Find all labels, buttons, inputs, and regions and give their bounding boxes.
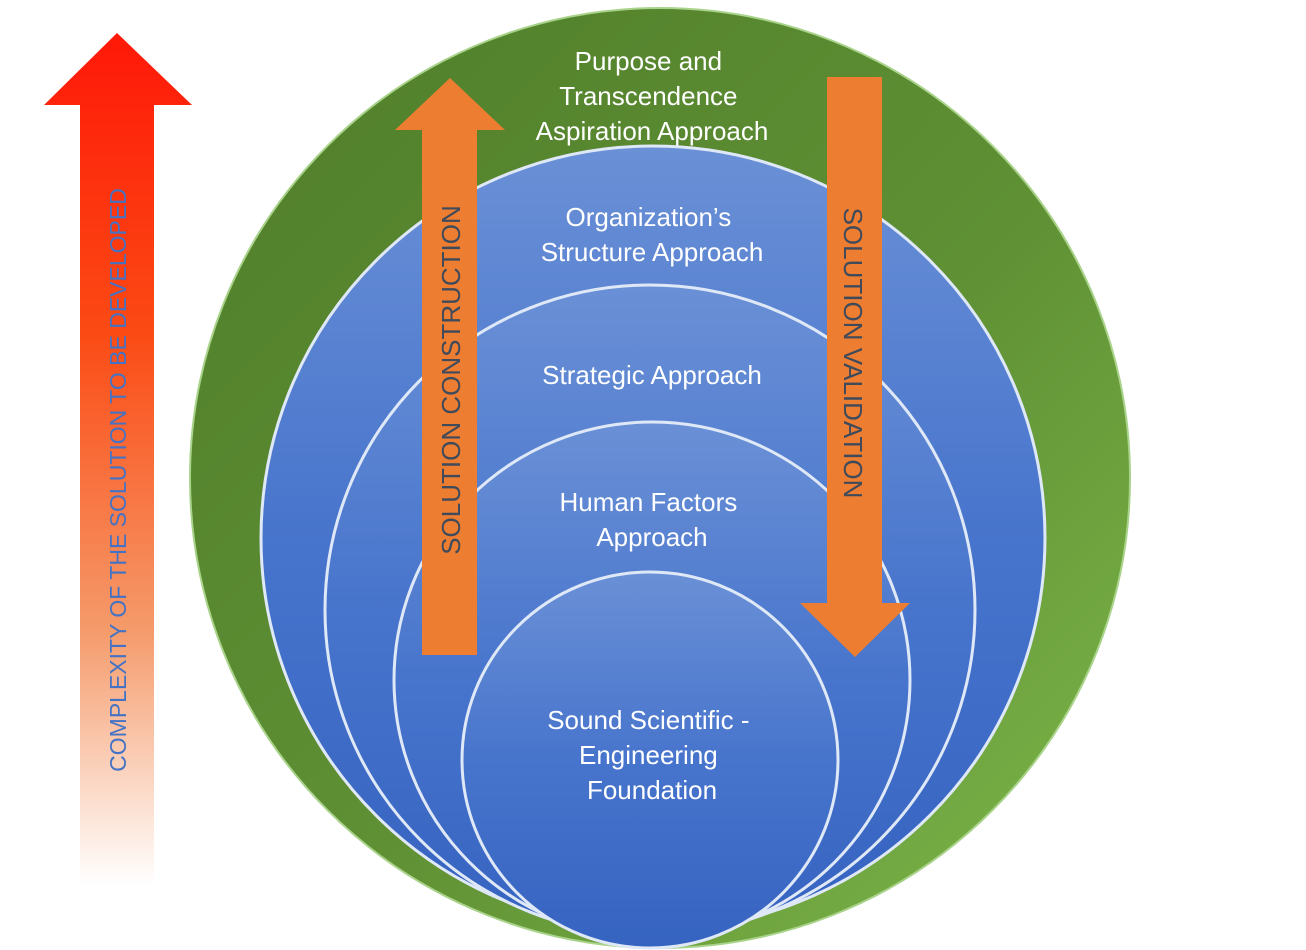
label-scientific-foundation: Sound Scientific - Engineering Foundatio… [547,705,757,805]
complexity-arrow [44,33,192,885]
label-human-factors: Human Factors Approach [560,487,745,552]
complexity-label: COMPLEXITY OF THE SOLUTION TO BE DEVELOP… [105,188,131,772]
label-strategic: Strategic Approach [542,360,762,390]
label-purpose-transcendence: Purpose and Transcendence Aspiration App… [536,46,769,146]
solution-construction-arrow [395,78,505,655]
solution-validation-label: SOLUTION VALIDATION [838,208,868,499]
label-organization-structure: Organization’s Structure Approach [541,202,764,267]
circle-scientific-foundation [460,570,840,950]
solution-construction-label: SOLUTION CONSTRUCTION [436,205,466,555]
solution-validation-arrow [800,77,910,657]
